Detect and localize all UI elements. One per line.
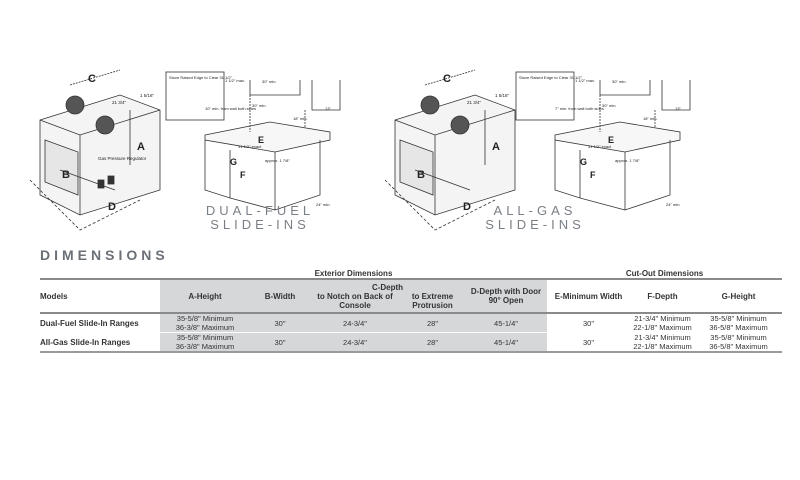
cell-d: 45-1/4" [465, 332, 547, 353]
dual-fuel-caption: DUAL-FUEL SLIDE-INS [180, 204, 340, 232]
label-f: F [240, 170, 246, 180]
label-b: B [417, 169, 425, 181]
group-cutout: Cut-Out Dimensions [625, 269, 704, 278]
cabinet-depth-label: 13" [325, 106, 331, 111]
table-row: Dual-Fuel Slide-In Ranges 35-5/8" Minimu… [40, 313, 782, 333]
inset-label: Stove Raised Edge to Clear 31 1/2" [169, 75, 233, 80]
cell-d: 45-1/4" [465, 313, 547, 333]
cell-f-min: 21-3/4" Minimum [634, 314, 691, 323]
cell-g-min: 35-5/8" Minimum [710, 314, 767, 323]
label-g: G [580, 157, 587, 167]
cell-f-max: 22-1/8" Maximum [633, 323, 692, 332]
label-a: A [492, 141, 500, 153]
label-d: D [108, 201, 116, 213]
approx-label: approx. 1 7/8" [265, 158, 290, 163]
cell-b: 30" [250, 313, 310, 333]
inset-label: Stove Raised Edge to Clear 31 1/2" [519, 75, 583, 80]
side-clearance-label: 10" min. from wall both sides [205, 106, 256, 111]
cell-c-notch: 24-3/4" [310, 332, 400, 353]
header-c: C-Depth to Notch on Back of Console to Ex… [310, 278, 465, 314]
cell-model: Dual-Fuel Slide-In Ranges [40, 313, 160, 333]
cell-g-min: 35-5/8" Minimum [710, 333, 767, 342]
header-c-depth: C-Depth [371, 282, 404, 292]
cell-b: 30" [250, 332, 310, 353]
label-a: A [137, 141, 145, 153]
hood-width-label: 30" min. [612, 79, 627, 84]
label-e: E [258, 135, 264, 145]
counter-depth-label: 24" min. [666, 202, 681, 207]
cell-c-protrusion: 28" [400, 313, 465, 333]
header-c-notch: to Notch on Back of Console [317, 291, 393, 310]
header-c-protrusion: to Extreme Protrusion [411, 291, 454, 310]
inset-max-label: 1 1/2" max. [575, 78, 595, 83]
dual-fuel-range-drawing: C A B D 21 3/4" 1 5/16" Gas Pressure Reg… [29, 69, 161, 231]
cell-c-notch: 24-3/4" [310, 313, 400, 333]
top-offset-label: 1 5/16" [495, 93, 510, 98]
upper-clearance-label: 18" min. [643, 116, 658, 121]
dual-fuel-cutout-drawing: Stove Raised Edge to Clear 31 1/2" 1 1/2… [165, 71, 341, 211]
notch-depth-label: 21 3/4" [467, 100, 482, 105]
upper-clearance-label: 18" min. [293, 116, 308, 121]
cell-f-max: 22-1/8" Maximum [633, 342, 692, 351]
caption-line: ALL-GAS [493, 203, 577, 218]
top-offset-label: 1 5/16" [140, 93, 155, 98]
cell-a-max: 36-3/8" Maximum [175, 342, 235, 351]
label-f: F [590, 170, 596, 180]
label-d: D [463, 201, 471, 213]
cell-f-min: 21-3/4" Minimum [634, 333, 691, 342]
header-a: A-Height [160, 278, 250, 314]
cell-a-max: 36-3/8" Maximum [175, 323, 235, 332]
counter-depth-label: 24" min. [316, 202, 331, 207]
notch-depth-label: 21 3/4" [112, 100, 127, 105]
cell-a-min: 35-5/8" Minimum [176, 333, 234, 342]
header-f: F-Depth [630, 278, 695, 314]
caption-line: SLIDE-INS [485, 217, 585, 232]
inset-max-label: 1 1/2" max. [225, 78, 245, 83]
cell-g-max: 36-5/8" Maximum [709, 323, 768, 332]
caption-line: SLIDE-INS [210, 217, 310, 232]
section-title: DIMENSIONS [40, 247, 169, 263]
header-g: G-Height [695, 278, 782, 314]
cell-model: All-Gas Slide-In Ranges [40, 332, 160, 353]
header-b: B-Width [250, 278, 310, 314]
dimensions-table: Exterior Dimensions Cut-Out Dimensions M… [40, 266, 782, 353]
label-g: G [230, 157, 237, 167]
installation-diagrams: C A B D 21 3/4" 1 5/16" Gas Pressure Reg… [29, 69, 691, 231]
cell-g-max: 36-5/8" Maximum [709, 342, 768, 351]
label-e: E [608, 135, 614, 145]
all-gas-caption: ALL-GAS SLIDE-INS [465, 204, 605, 232]
hood-width-label: 30" min. [262, 79, 277, 84]
all-gas-range-drawing: C A B D 21 3/4" 1 5/16" [384, 69, 516, 231]
exact-label: 31 1/2" exact [588, 144, 612, 149]
all-gas-cutout-drawing: Stove Raised Edge to Clear 31 1/2" 1 1/2… [515, 71, 691, 211]
cell-a-min: 35-5/8" Minimum [176, 314, 234, 323]
header-d: D-Depth with Door 90° Open [465, 278, 547, 314]
top-clearance-label: 30" min. [602, 103, 617, 108]
header-models: Models [40, 278, 160, 314]
top-clearance-label: 30" min. [252, 103, 267, 108]
side-clearance-label: 7" min. from wall both sides [555, 106, 604, 111]
caption-line: DUAL-FUEL [205, 203, 315, 218]
regulator-label: Gas Pressure Regulator [98, 156, 147, 161]
cell-e: 30" [547, 313, 630, 333]
cell-c-protrusion: 28" [400, 332, 465, 353]
group-exterior: Exterior Dimensions [314, 269, 393, 278]
label-c: C [443, 73, 451, 85]
label-c: C [88, 73, 96, 85]
header-e: E-Minimum Width [547, 278, 630, 314]
exact-label: 31 1/2" exact [238, 144, 262, 149]
label-b: B [62, 169, 70, 181]
cabinet-depth-label: 13" [675, 106, 681, 111]
cell-e: 30" [547, 332, 630, 353]
approx-label: approx. 1 7/8" [615, 158, 640, 163]
